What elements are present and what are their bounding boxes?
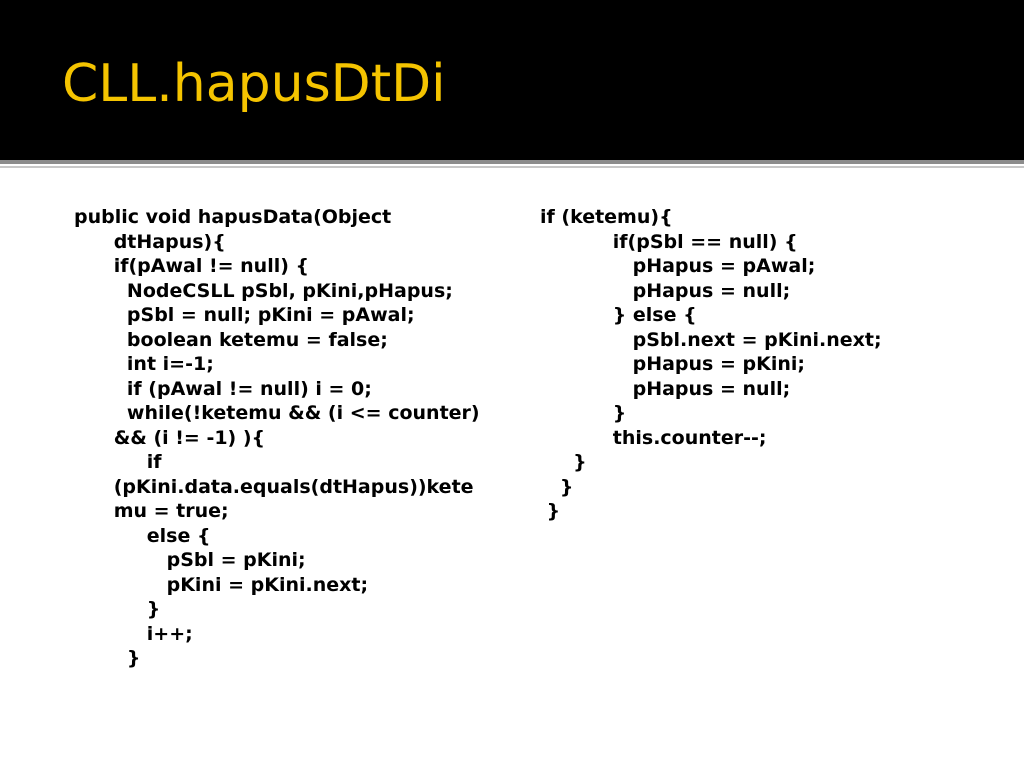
code-line: (pKini.data.equals(dtHapus))kete [74,475,474,498]
code-line: dtHapus){ [74,230,226,253]
code-block-right: if (ketemu){ if(pSbl == null) { pHapus =… [540,205,980,524]
code-line: pSbl.next = pKini.next; [540,328,882,351]
code-line: } else { [540,304,697,326]
code-line: if(pAwal != null) { [74,255,310,277]
code-line: if(pSbl == null) { [540,230,798,253]
code-line: } [74,598,161,620]
code-line: NodeCSLL pSbl, pKini,pHapus; [74,279,453,302]
code-line: } [540,402,627,424]
code-line: pHapus = pKini; [540,353,805,375]
code-line: } [540,451,587,473]
code-line: pSbl = null; pKini = pAwal; [74,304,415,326]
code-line: pSbl = pKini; [74,549,306,571]
code-line: this.counter--; [540,426,767,449]
code-line: if [74,451,162,473]
code-line: i++; [74,622,193,645]
code-block-left: public void hapusData(Object dtHapus){ i… [74,205,494,671]
code-line: mu = true; [74,500,229,522]
code-line: pKini = pKini.next; [74,573,369,596]
code-line: if (pAwal != null) i = 0; [74,377,372,400]
code-line: && (i != -1) ){ [74,426,266,449]
slide-title: CLL.hapusDtDi [62,54,446,114]
code-line: pHapus = null; [540,279,791,302]
code-line: } [540,500,561,522]
code-line: if (ketemu){ [540,206,673,228]
divider-line-light [0,166,1024,168]
title-bar: CLL.hapusDtDi [0,0,1024,160]
code-line: public void hapusData(Object [74,206,392,228]
code-line: boolean ketemu = false; [74,328,388,351]
code-line: } [540,475,574,498]
code-line: int i=-1; [74,353,214,375]
code-line: pHapus = null; [540,377,791,400]
divider-line [0,160,1024,164]
code-line: else { [74,524,211,547]
code-line: pHapus = pAwal; [540,255,816,277]
code-line: while(!ketemu && (i <= counter) [74,402,480,424]
code-line: } [74,647,141,669]
